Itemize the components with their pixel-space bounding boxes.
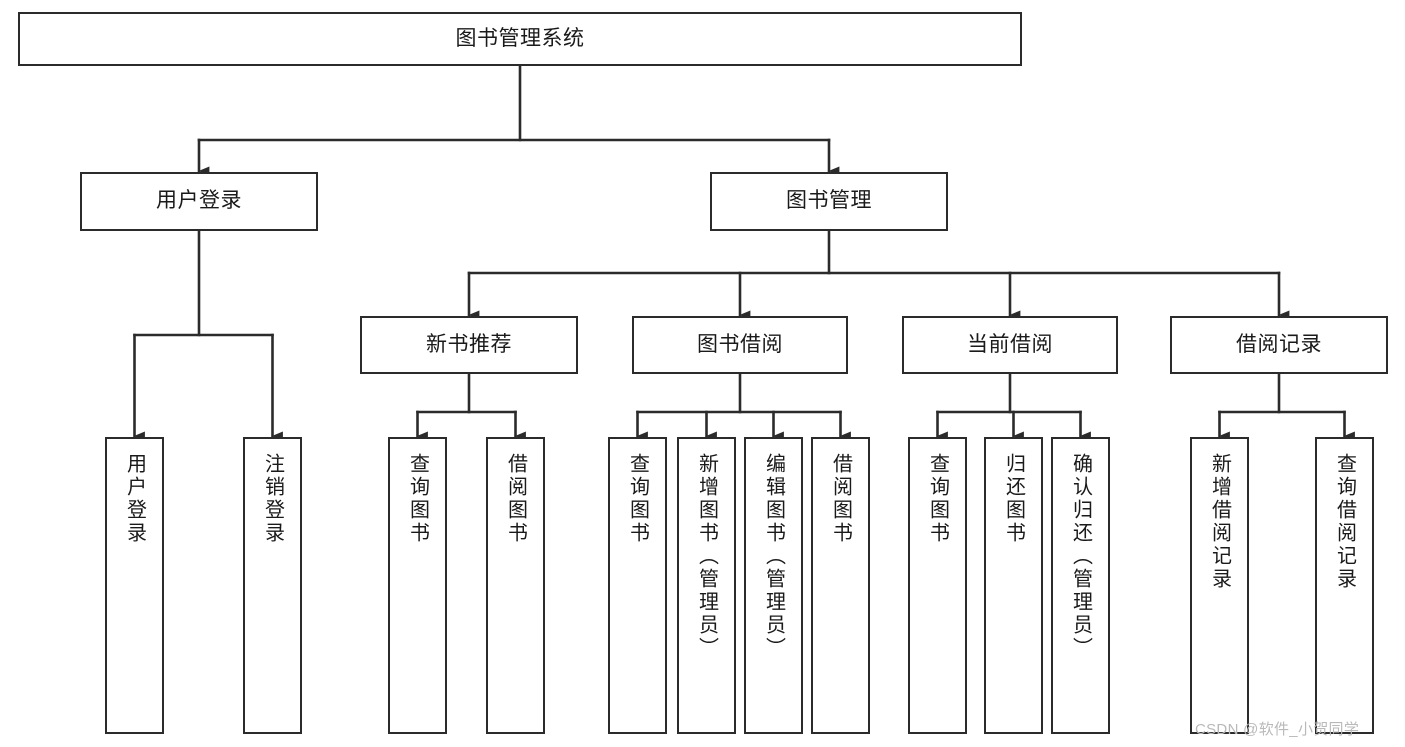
node-leaf-borrow-book-2[interactable]: 借阅图书 [811, 437, 870, 734]
node-leaf-edit-book[interactable]: 编辑图书（管理员） [744, 437, 803, 734]
node-new-book-rec[interactable]: 新书推荐 [360, 316, 578, 374]
node-label-leaf-add-book: 新增图书（管理员） [695, 453, 718, 660]
node-label-leaf-query-borrow-record: 查询借阅记录 [1333, 453, 1356, 591]
node-current-borrow[interactable]: 当前借阅 [902, 316, 1118, 374]
node-book-borrow[interactable]: 图书借阅 [632, 316, 848, 374]
edge-layer [133, 64, 1355, 441]
node-user-login[interactable]: 用户登录 [80, 172, 318, 231]
node-leaf-query-book-3[interactable]: 查询图书 [908, 437, 967, 734]
node-label-leaf-confirm-return: 确认归还（管理员） [1069, 453, 1092, 660]
node-label-leaf-borrow-book-2: 借阅图书 [829, 453, 852, 545]
node-leaf-add-book[interactable]: 新增图书（管理员） [677, 437, 736, 734]
node-label-leaf-user-login: 用户登录 [123, 453, 146, 545]
node-book-manage[interactable]: 图书管理 [710, 172, 948, 231]
node-leaf-user-login[interactable]: 用户登录 [105, 437, 164, 734]
node-leaf-user-logout[interactable]: 注销登录 [243, 437, 302, 734]
node-label-book-borrow: 图书借阅 [697, 332, 783, 356]
node-label-book-manage: 图书管理 [786, 189, 872, 213]
node-label-leaf-user-logout: 注销登录 [261, 453, 284, 545]
node-leaf-query-borrow-record[interactable]: 查询借阅记录 [1315, 437, 1374, 734]
node-leaf-query-book-2[interactable]: 查询图书 [608, 437, 667, 734]
node-label-leaf-query-book-2: 查询图书 [626, 453, 649, 545]
node-label-leaf-query-book-1: 查询图书 [406, 453, 429, 545]
node-label-leaf-add-borrow-record: 新增借阅记录 [1208, 453, 1231, 591]
node-label-root: 图书管理系统 [455, 26, 585, 50]
node-label-new-book-rec: 新书推荐 [426, 332, 512, 356]
node-label-borrow-record: 借阅记录 [1236, 332, 1322, 356]
node-leaf-query-book-1[interactable]: 查询图书 [388, 437, 447, 734]
node-leaf-add-borrow-record[interactable]: 新增借阅记录 [1190, 437, 1249, 734]
node-leaf-borrow-book-1[interactable]: 借阅图书 [486, 437, 545, 734]
node-label-current-borrow: 当前借阅 [967, 332, 1053, 356]
node-label-leaf-query-book-3: 查询图书 [926, 453, 949, 545]
node-label-leaf-borrow-book-1: 借阅图书 [504, 453, 527, 545]
node-label-leaf-edit-book: 编辑图书（管理员） [762, 453, 785, 660]
node-label-leaf-return-book: 归还图书 [1002, 453, 1025, 545]
node-leaf-confirm-return[interactable]: 确认归还（管理员） [1051, 437, 1110, 734]
node-borrow-record[interactable]: 借阅记录 [1170, 316, 1388, 374]
csdn-watermark: CSDN @软件_小贺同学 [1195, 721, 1360, 738]
node-label-user-login: 用户登录 [156, 189, 242, 213]
node-root[interactable]: 图书管理系统 [18, 12, 1022, 66]
node-leaf-return-book[interactable]: 归还图书 [984, 437, 1043, 734]
